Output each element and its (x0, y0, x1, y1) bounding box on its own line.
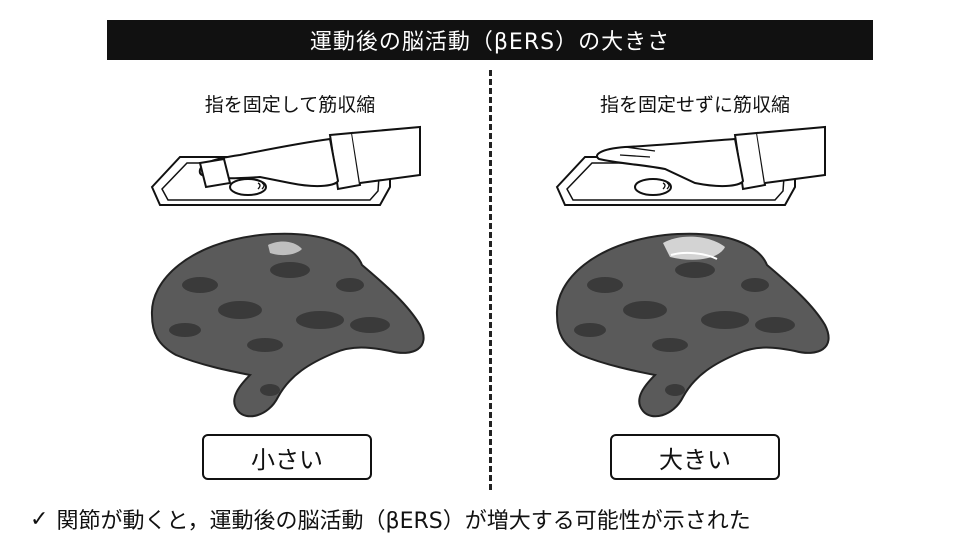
conclusion-line: ✓ 関節が動くと，運動後の脳活動（βERS）が増大する可能性が示された (30, 503, 970, 535)
hand-on-tray-fixed-illustration (150, 125, 421, 206)
dashed-divider (489, 70, 492, 490)
panel-free-finger: 指を固定せずに筋収縮 大きい (495, 70, 895, 490)
result-label: 大きい (659, 445, 731, 474)
brain-cortex-large-activity-illustration (555, 232, 830, 418)
result-box-small: 小さい (202, 434, 372, 480)
panel-caption: 指を固定して筋収縮 (204, 94, 376, 116)
check-icon: ✓ (30, 506, 49, 532)
brain-cortex-small-activity-illustration (150, 232, 425, 418)
hand-on-tray-free-illustration (555, 125, 826, 206)
result-box-large: 大きい (610, 434, 780, 480)
panel-fixed-finger: 指を固定して筋収縮 小さい (90, 70, 490, 490)
title-banner: 運動後の脳活動（βERS）の大きさ (107, 20, 873, 60)
panel-caption: 指を固定せずに筋収縮 (599, 94, 790, 116)
result-label: 小さい (251, 445, 323, 474)
conclusion-text: 関節が動くと，運動後の脳活動（βERS）が増大する可能性が示された (56, 509, 751, 534)
title-text: 運動後の脳活動（βERS）の大きさ (309, 30, 671, 55)
